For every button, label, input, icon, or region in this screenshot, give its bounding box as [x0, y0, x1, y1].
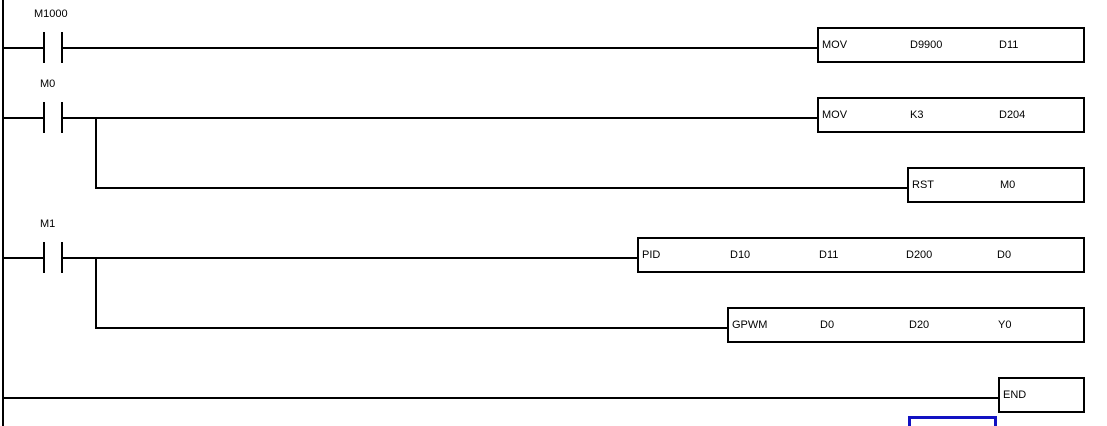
left-power-rail: [2, 0, 4, 426]
instruction-op: RST: [912, 179, 934, 191]
instruction-op: PID: [642, 249, 661, 261]
instruction-box-mov-1[interactable]: MOV D9900 D11: [817, 27, 1085, 63]
branch-wire: [95, 257, 97, 329]
instruction-box-mov-2[interactable]: MOV K3 D204: [817, 97, 1085, 133]
wire: [3, 117, 43, 119]
instruction-operand: D20: [909, 319, 930, 331]
instruction-operand: D204: [999, 109, 1026, 121]
wire: [63, 257, 637, 259]
wire: [63, 47, 817, 49]
contact-bar-icon: [61, 32, 63, 63]
contact-bar-icon: [61, 242, 63, 273]
branch-wire: [95, 117, 97, 189]
instruction-operand: D0: [997, 249, 1012, 261]
instruction-operand: D9900: [910, 39, 943, 51]
wire: [3, 397, 998, 399]
instruction-op: MOV: [822, 39, 848, 51]
instruction-operand: K3: [910, 109, 924, 121]
contact-bar-icon: [43, 32, 45, 63]
contact-label-m1: M1: [40, 218, 56, 230]
instruction-box-pid[interactable]: PID D10 D11 D200 D0: [637, 237, 1085, 273]
instruction-operand: D10: [730, 249, 751, 261]
instruction-box-gpwm[interactable]: GPWM D0 D20 Y0: [727, 307, 1085, 343]
contact-m0[interactable]: [43, 102, 63, 133]
instruction-operand: D11: [819, 249, 839, 261]
instruction-operand: D0: [820, 319, 835, 331]
wire: [3, 47, 43, 49]
contact-label-m0: M0: [40, 78, 56, 90]
contact-label-m1000: M1000: [34, 8, 68, 20]
instruction-operand: D11: [999, 39, 1019, 51]
contact-bar-icon: [61, 102, 63, 133]
contact-bar-icon: [43, 102, 45, 133]
contact-m1000[interactable]: [43, 32, 63, 63]
instruction-box-rst[interactable]: RST M0: [907, 167, 1085, 203]
instruction-operand: Y0: [998, 319, 1012, 331]
instruction-box-end[interactable]: END: [998, 377, 1085, 413]
instruction-operand: D200: [906, 249, 933, 261]
wire: [63, 117, 817, 119]
selection-cursor[interactable]: [908, 416, 997, 426]
instruction-op: MOV: [822, 109, 848, 121]
contact-m1[interactable]: [43, 242, 63, 273]
wire: [95, 187, 907, 189]
instruction-op: END: [1003, 389, 1027, 401]
instruction-operand: M0: [1000, 179, 1016, 191]
wire: [95, 327, 727, 329]
instruction-op: GPWM: [732, 319, 768, 331]
contact-bar-icon: [43, 242, 45, 273]
wire: [3, 257, 43, 259]
